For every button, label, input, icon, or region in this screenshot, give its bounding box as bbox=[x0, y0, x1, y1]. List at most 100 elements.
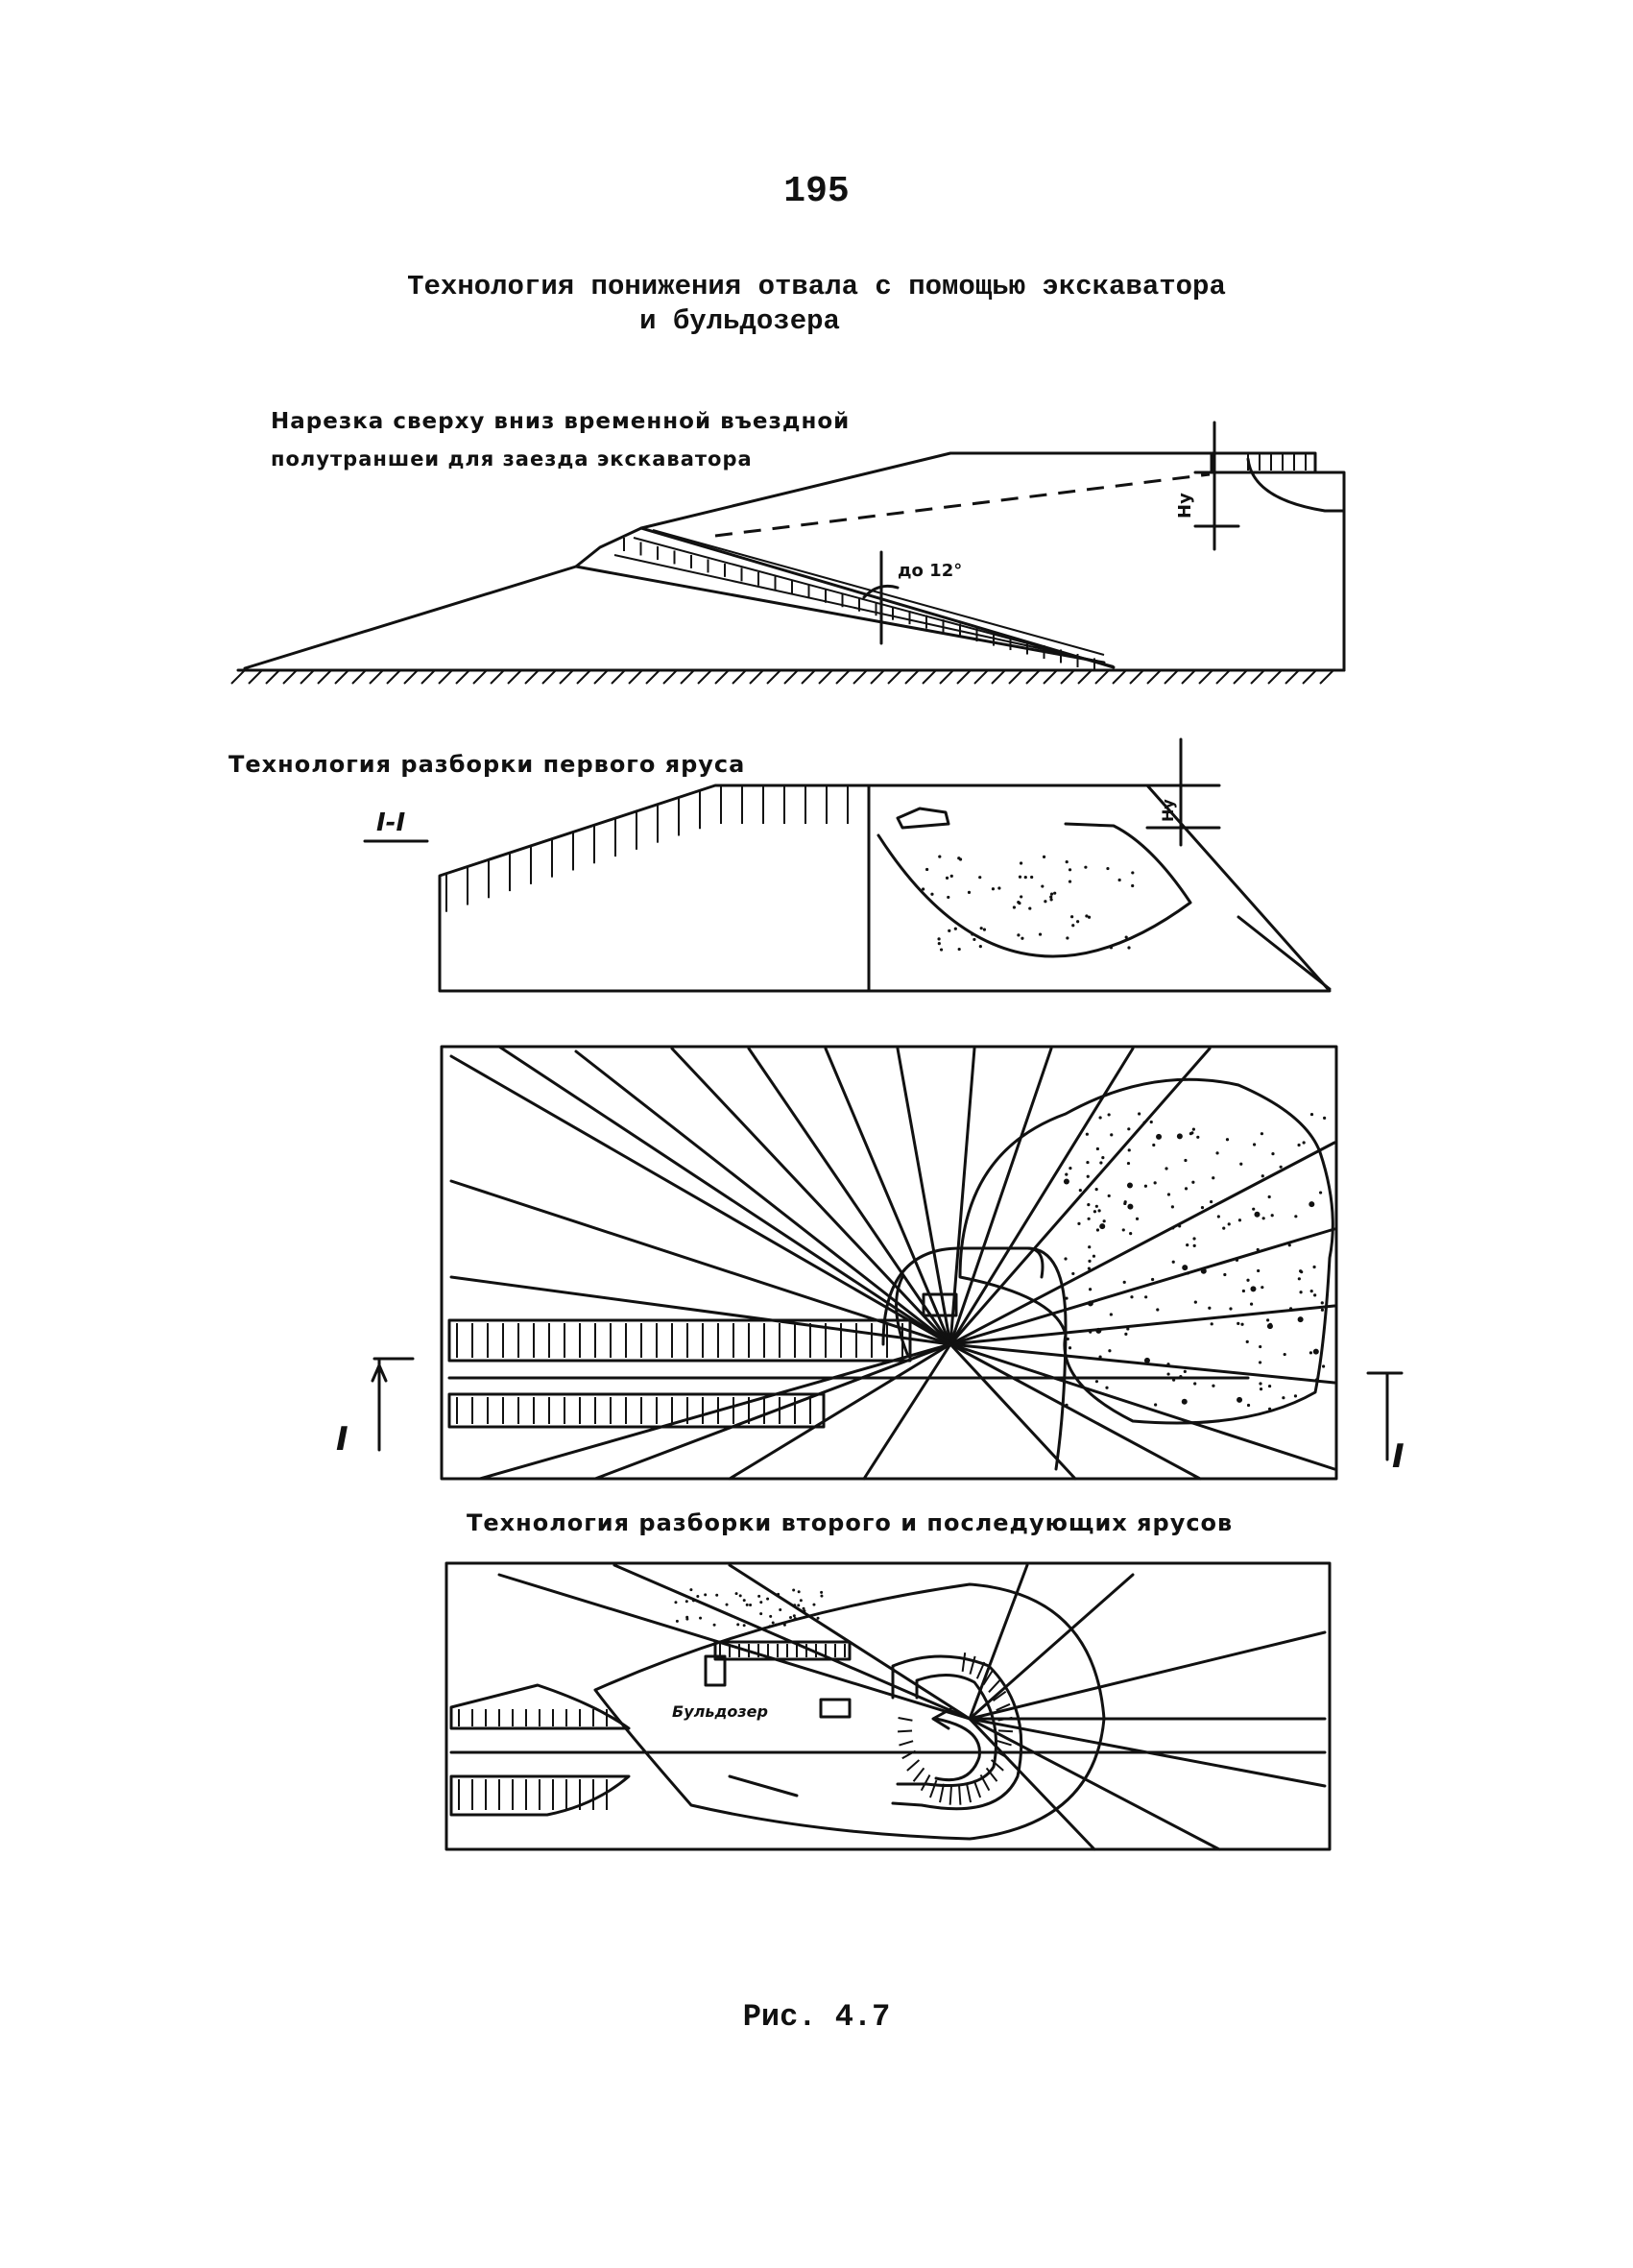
drawing-dot bbox=[1099, 1223, 1106, 1230]
drawing-dot bbox=[1085, 914, 1089, 918]
figure2-height-label: Ну bbox=[1159, 799, 1177, 822]
drawing-stroke bbox=[386, 669, 401, 685]
figure3-excavator-icon bbox=[922, 1292, 958, 1317]
drawing-dot bbox=[1126, 1161, 1131, 1166]
drawing-dot bbox=[799, 1599, 803, 1603]
figure3-section-right: I bbox=[1392, 1437, 1405, 1476]
drawing-dot bbox=[1270, 1214, 1274, 1218]
drawing-stroke bbox=[1233, 669, 1248, 685]
drawing-dot bbox=[1127, 946, 1131, 950]
drawing-dot bbox=[1121, 1228, 1125, 1232]
drawing-dot bbox=[1245, 1339, 1249, 1344]
drawing-dot bbox=[802, 1606, 805, 1610]
drawing-dot bbox=[1314, 1378, 1318, 1382]
drawing-dot bbox=[1192, 1243, 1196, 1247]
drawing-stroke bbox=[956, 669, 972, 685]
drawing-dot bbox=[949, 874, 953, 878]
drawing-dot bbox=[766, 1597, 770, 1601]
drawing-dot bbox=[1293, 1394, 1298, 1398]
drawing-dot bbox=[1252, 1143, 1257, 1146]
figure2-excavated-zone bbox=[877, 822, 1192, 958]
drawing-stroke bbox=[818, 669, 833, 685]
drawing-dot bbox=[1239, 1162, 1243, 1166]
figure4-trench-edge bbox=[728, 1774, 799, 1798]
drawing-stroke bbox=[766, 669, 781, 685]
drawing-dot bbox=[742, 1624, 746, 1628]
drawing-stroke bbox=[697, 669, 712, 685]
drawing-dot bbox=[938, 855, 942, 858]
drawing-dot bbox=[1044, 900, 1047, 904]
drawing-stroke bbox=[369, 669, 384, 685]
drawing-dot bbox=[1108, 1349, 1112, 1353]
drawing-stroke bbox=[997, 1740, 1012, 1747]
drawing-dot bbox=[1166, 1363, 1170, 1366]
drawing-stroke bbox=[991, 669, 1006, 685]
drawing-dot bbox=[1042, 855, 1046, 859]
drawing-stroke bbox=[403, 669, 419, 685]
drawing-dot bbox=[812, 1603, 816, 1606]
drawing-stroke bbox=[862, 1342, 952, 1481]
drawing-dot bbox=[820, 1590, 824, 1594]
drawing-dot bbox=[939, 948, 944, 952]
drawing-dot bbox=[1049, 892, 1054, 896]
drawing-dot bbox=[1123, 1201, 1127, 1206]
drawing-dot bbox=[948, 929, 951, 932]
drawing-stroke bbox=[1181, 669, 1196, 685]
figure4-machine-label: Бульдозер bbox=[672, 1702, 768, 1721]
drawing-dot bbox=[1259, 1344, 1262, 1349]
drawing-dot bbox=[715, 1593, 719, 1597]
drawing-stroke bbox=[997, 1716, 1013, 1722]
drawing-stroke bbox=[992, 1690, 1007, 1702]
drawing-dot bbox=[1021, 936, 1024, 940]
drawing-dot bbox=[1165, 1167, 1168, 1170]
drawing-stroke bbox=[1285, 669, 1300, 685]
drawing-dot bbox=[1171, 1260, 1175, 1264]
figure2-hatch bbox=[445, 785, 849, 912]
drawing-dot bbox=[1018, 875, 1022, 879]
drawing-dot bbox=[1321, 1364, 1326, 1368]
drawing-stroke bbox=[887, 669, 902, 685]
drawing-stroke bbox=[949, 1047, 976, 1346]
drawing-dot bbox=[1066, 936, 1069, 940]
figure4-working-area bbox=[593, 1582, 1106, 1841]
drawing-dot bbox=[1117, 878, 1121, 882]
drawing-stroke bbox=[1043, 669, 1058, 685]
drawing-dot bbox=[1071, 1271, 1075, 1276]
drawing-dot bbox=[1156, 1133, 1163, 1140]
figure2-label: Технология разборки первого яруса bbox=[228, 751, 746, 778]
drawing-dot bbox=[1299, 1291, 1303, 1294]
drawing-dot bbox=[738, 1594, 742, 1598]
drawing-dot bbox=[1093, 1210, 1097, 1214]
drawing-dot bbox=[1268, 1407, 1272, 1411]
drawing-dot bbox=[685, 1617, 689, 1621]
figure2-dots bbox=[922, 855, 1135, 952]
drawing-dot bbox=[797, 1604, 801, 1607]
drawing-dot bbox=[1131, 871, 1135, 875]
page-title-line2: и бульдозера bbox=[639, 305, 840, 337]
drawing-dot bbox=[1259, 1387, 1263, 1391]
drawing-dot bbox=[1166, 1193, 1171, 1196]
drawing-dot bbox=[1300, 1270, 1304, 1274]
drawing-dot bbox=[991, 887, 996, 891]
drawing-dot bbox=[1212, 1384, 1215, 1387]
drawing-dot bbox=[1068, 880, 1072, 883]
drawing-dot bbox=[930, 892, 934, 896]
drawing-dot bbox=[1127, 1148, 1131, 1152]
drawing-dot bbox=[1071, 924, 1075, 928]
figure2-section-label: I-I bbox=[376, 808, 405, 837]
drawing-stroke bbox=[497, 1045, 952, 1346]
drawing-dot bbox=[1095, 1327, 1102, 1334]
drawing-dot bbox=[1068, 868, 1072, 872]
drawing-dot bbox=[1241, 1289, 1245, 1293]
drawing-stroke bbox=[968, 1573, 1135, 1721]
drawing-dot bbox=[1267, 1384, 1272, 1388]
drawing-stroke bbox=[949, 1342, 1336, 1385]
drawing-dot bbox=[971, 932, 974, 936]
drawing-stroke bbox=[645, 669, 660, 685]
drawing-dot bbox=[684, 1600, 688, 1604]
figure1-height-label: Ну bbox=[1175, 493, 1195, 519]
drawing-dot bbox=[1124, 1332, 1128, 1336]
drawing-dot bbox=[1151, 1277, 1155, 1282]
drawing-dot bbox=[1087, 915, 1092, 919]
drawing-dot bbox=[1318, 1191, 1323, 1194]
